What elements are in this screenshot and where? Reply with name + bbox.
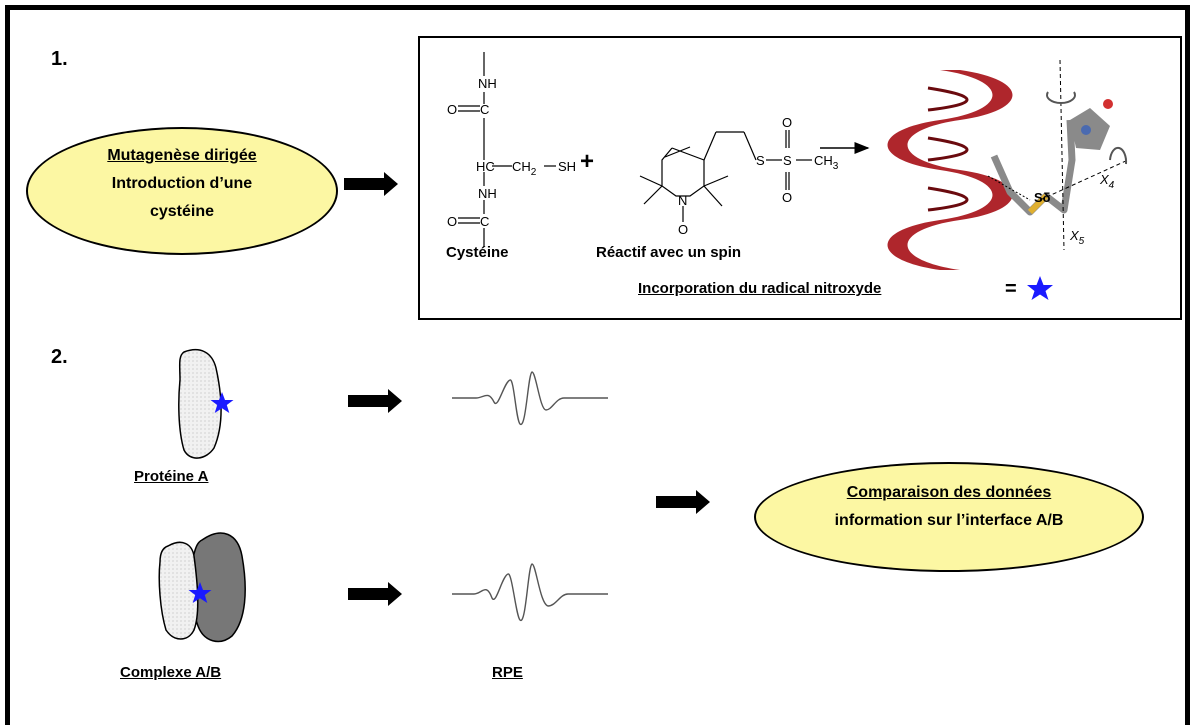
- block-arrow-4: [348, 582, 402, 606]
- cys-hc: HC: [476, 159, 495, 174]
- helix-illustration: [887, 59, 1129, 270]
- cys-nh-top: NH: [478, 76, 497, 91]
- step-1-number: 1.: [51, 48, 68, 70]
- block-arrow-3: [656, 490, 710, 514]
- cysteine-structure: [458, 52, 556, 246]
- reagent-ch3: CH3: [814, 153, 839, 172]
- complex-ab-shape: [158, 532, 246, 643]
- cys-c-bottom: C: [480, 214, 490, 229]
- rpe-label: RPE: [492, 664, 523, 681]
- helix-label-chi5: X5: [1070, 228, 1085, 247]
- protein-a-label: Protéine A: [134, 468, 209, 485]
- spin-labeling-box: [418, 36, 1182, 320]
- mutagenesis-ellipse: Mutagenèse dirigée Introduction d’une cy…: [26, 127, 338, 255]
- reagent-s: S: [756, 153, 765, 168]
- star-icon-legend: [1027, 276, 1053, 300]
- comparison-title: Comparaison des données: [846, 484, 1052, 501]
- step-2-number: 2.: [51, 346, 68, 368]
- plus-sign: +: [580, 148, 595, 175]
- block-arrow-2: [348, 389, 402, 413]
- reagent-n: N: [678, 193, 688, 208]
- protein-a-shape: [178, 348, 234, 459]
- diagram-canvas: 1. 2. Mutagenèse dirigée Introduction d’…: [5, 5, 1190, 725]
- comparison-line2: information sur l’interface A/B: [834, 512, 1064, 529]
- reagent-o-up: O: [782, 115, 793, 130]
- cys-nh-bottom: NH: [478, 186, 497, 201]
- comparison-ellipse: Comparaison des données information sur …: [754, 462, 1144, 572]
- incorporation-label: Incorporation du radical nitroxyde: [638, 280, 882, 297]
- complex-ab-label: Complexe A/B: [120, 664, 222, 681]
- reagent-structure: [639, 130, 812, 222]
- cys-ch2: CH2: [512, 159, 537, 178]
- equals-sign: =: [1005, 278, 1017, 300]
- helix-label-chi4: X4: [1100, 172, 1115, 191]
- reagent-label: Réactif avec un spin: [596, 244, 742, 261]
- reagent-s2: S: [783, 153, 792, 168]
- diagram-graphics: [158, 52, 1129, 643]
- star-icon-complex: [188, 582, 212, 603]
- cys-o-top: O: [447, 102, 458, 117]
- block-arrow-1: [344, 172, 398, 196]
- outer-border: [5, 5, 1190, 725]
- mutagenesis-title: Mutagenèse dirigée: [107, 147, 257, 164]
- reagent-o-radical: O: [678, 222, 689, 237]
- reagent-o-down: O: [782, 190, 793, 205]
- epr-spectrum-protein-a: [452, 371, 608, 425]
- star-icon-protein-a: [210, 392, 234, 413]
- epr-spectrum-complex: [452, 563, 608, 621]
- mutagenesis-line2: Introduction d’une: [111, 175, 253, 192]
- cysteine-label: Cystéine: [446, 244, 509, 261]
- cys-o-bottom: O: [447, 214, 458, 229]
- cys-c-top: C: [480, 102, 490, 117]
- helix-label-s-delta: Sδ: [1034, 190, 1051, 205]
- mutagenesis-line3: cystéine: [149, 203, 215, 220]
- cys-sh: SH: [558, 159, 577, 174]
